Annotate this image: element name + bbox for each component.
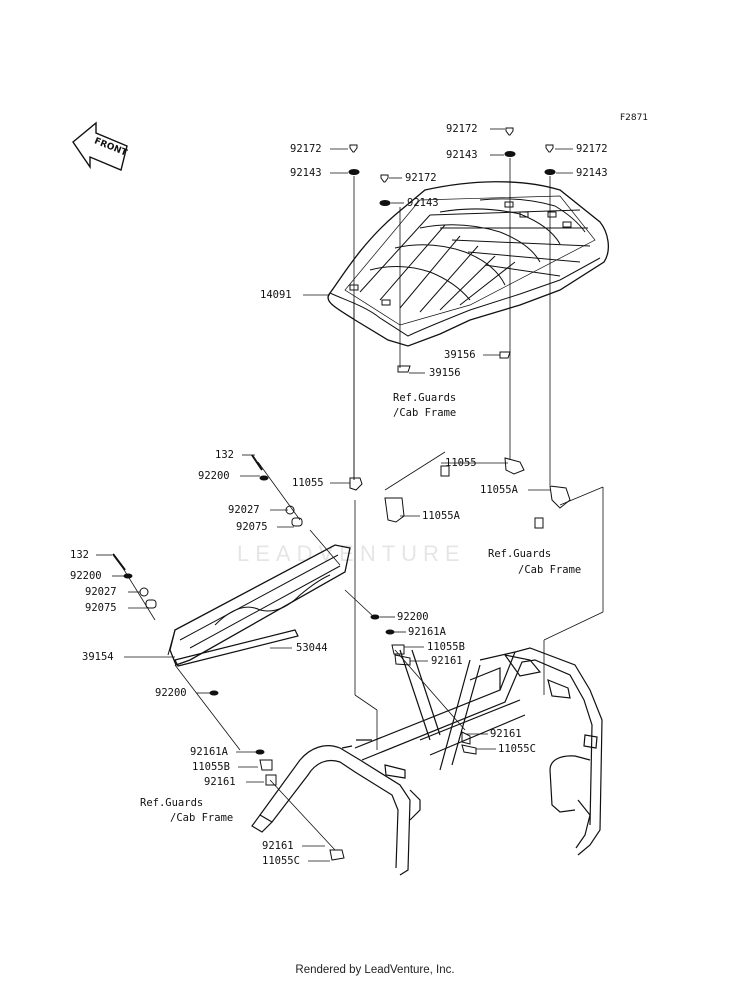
part-label: 11055 [292,477,324,489]
part-label: 92143 [576,167,608,179]
part-label: 11055B [192,761,230,773]
part-label: 92075 [236,521,268,533]
part-label: 92161 [204,776,236,788]
part-label: 92161 [262,840,294,852]
part-label: 39156 [429,367,461,379]
part-label: 92027 [85,586,117,598]
reference-guards-cab-frame: Ref.Guards [393,392,457,404]
cap-screw-icon [348,127,556,206]
part-label: 92172 [446,123,478,135]
part-label: 53044 [296,642,328,654]
clip-parts [209,614,477,861]
part-label: 92143 [290,167,322,179]
part-label: 132 [215,449,234,461]
roof-panel [327,181,610,347]
part-label: 14091 [260,289,292,301]
part-label: 92143 [446,149,478,161]
part-label: 92161A [190,746,228,758]
bolt-stack-upper [112,454,303,609]
part-label: 11055C [498,743,536,755]
part-label: 11055C [262,855,300,867]
part-label: 92172 [290,143,322,155]
part-label: 92172 [405,172,437,184]
footer-credit: Rendered by LeadVenture, Inc. [295,964,455,976]
part-label: 92143 [407,197,439,209]
part-label: 92161 [490,728,522,740]
front-arrow-icon: FRONT [72,121,129,171]
part-label: 11055 [445,457,477,469]
figure-code: F2871 [620,113,649,123]
bracket-parts [349,351,571,529]
part-label: 39156 [444,349,476,361]
part-label: 92200 [70,570,102,582]
part-label: 92172 [576,143,608,155]
part-label: 92200 [397,611,429,623]
reference-guards-cab-frame: /Cab Frame [393,407,457,419]
part-label: 92161A [408,626,446,638]
part-label: 92075 [85,602,117,614]
part-label: 11055A [480,484,518,496]
reference-guards-cab-frame: Ref.Guards [140,797,204,809]
reference-guards-cab-frame: /Cab Frame [518,564,582,576]
part-label: 92161 [431,655,463,667]
part-label: 92200 [198,470,230,482]
rear-crossbar [167,544,351,666]
cab-frame [251,647,603,876]
part-label: 132 [70,549,89,561]
part-label: 39154 [82,651,114,663]
part-label: 11055A [422,510,460,522]
part-label: 11055B [427,641,465,653]
seal-strip [174,629,299,667]
reference-guards-cab-frame: Ref.Guards [488,548,552,560]
reference-guards-cab-frame: /Cab Frame [170,812,234,824]
part-label: 92200 [155,687,187,699]
part-label: 92027 [228,504,260,516]
watermark: LEADVENTURE [237,541,466,566]
